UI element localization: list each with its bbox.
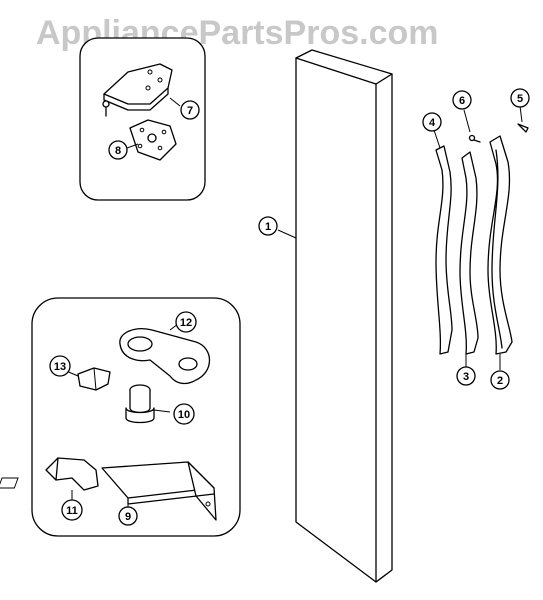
callout-6: 6 <box>452 90 472 110</box>
svg-text:6: 6 <box>459 95 465 107</box>
inset-upper-hinge <box>79 37 206 201</box>
part-8-hinge-plate <box>126 119 177 161</box>
part-6-screw <box>463 109 481 143</box>
part-10-hinge-pin <box>125 384 171 424</box>
svg-text:10: 10 <box>178 409 190 421</box>
svg-text:1: 1 <box>265 221 271 233</box>
callout-9: 9 <box>118 506 138 526</box>
svg-text:7: 7 <box>187 105 193 117</box>
part-1-door-panel <box>277 49 393 583</box>
svg-text:9: 9 <box>125 511 131 523</box>
inset-upper-frame <box>79 37 206 201</box>
callout-7: 7 <box>180 100 200 120</box>
svg-text:5: 5 <box>517 93 523 105</box>
callout-1: 1 <box>258 216 278 236</box>
svg-text:11: 11 <box>66 505 78 517</box>
svg-text:3: 3 <box>463 371 469 383</box>
callout-4: 4 <box>422 112 442 132</box>
part-4-strip <box>433 129 453 355</box>
svg-text:12: 12 <box>180 317 192 329</box>
callout-2: 2 <box>490 370 510 390</box>
callout-13: 13 <box>49 355 71 377</box>
part-13-bracket <box>63 367 111 391</box>
svg-text:8: 8 <box>115 145 121 157</box>
svg-text:4: 4 <box>429 117 436 129</box>
callout-8: 8 <box>108 140 128 160</box>
part-11-clip <box>45 457 99 500</box>
part-2-strip <box>487 135 513 370</box>
callout-11: 11 <box>61 499 83 521</box>
callout-3: 3 <box>456 366 476 386</box>
svg-text:13: 13 <box>54 361 66 373</box>
part-3-strip <box>459 151 479 370</box>
part-5-screw <box>517 105 529 133</box>
part-12-hinge-cam <box>119 323 211 385</box>
inset-lower-hinge <box>0 297 241 537</box>
part-9-lower-hinge <box>0 461 217 521</box>
part-7-upper-hinge <box>102 63 181 117</box>
callout-10: 10 <box>173 403 195 425</box>
callout-5: 5 <box>510 88 530 108</box>
callout-12: 12 <box>175 311 197 333</box>
svg-text:2: 2 <box>497 375 503 387</box>
